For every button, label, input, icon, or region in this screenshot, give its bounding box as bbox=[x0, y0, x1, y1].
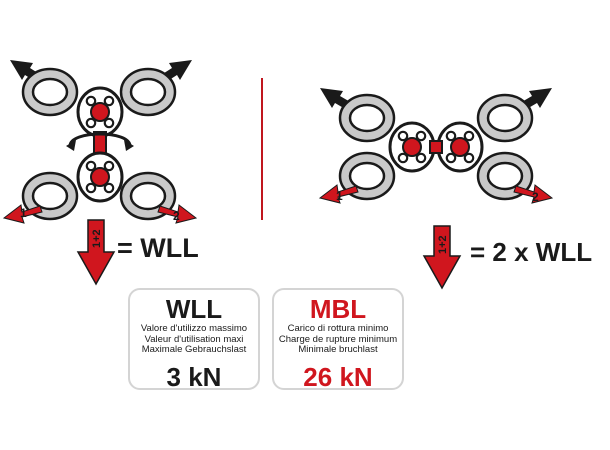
left-result-arrow-label: 1+2 bbox=[91, 229, 103, 248]
wll-card-line-fr: Valeur d'utilisation maxi bbox=[144, 333, 244, 345]
mbl-card-value: 26 kN bbox=[303, 361, 373, 392]
right-ring-top-right bbox=[476, 93, 534, 143]
left-plate-bottom bbox=[76, 151, 124, 203]
wll-card-title: WLL bbox=[165, 294, 223, 324]
right-result-arrow-label: 1+2 bbox=[437, 235, 449, 254]
right-arrow-label-1: 1 bbox=[336, 189, 343, 203]
right-result-arrow bbox=[422, 225, 462, 290]
mbl-card-line-it: Carico di rottura minimo bbox=[287, 323, 389, 334]
left-ring-top-right bbox=[119, 67, 177, 117]
right-plate-right bbox=[436, 121, 484, 173]
mbl-card-line-de: Minimale bruchlast bbox=[298, 344, 378, 355]
right-red-arrow-2 bbox=[513, 184, 554, 204]
mbl-card-line-fr: Charge de rupture minimum bbox=[278, 333, 398, 345]
right-link bbox=[429, 140, 443, 154]
left-plate-top bbox=[76, 86, 124, 138]
wll-card-value: 3 kN bbox=[166, 361, 222, 392]
right-plate-left bbox=[388, 121, 436, 173]
left-red-arrow-1 bbox=[2, 204, 43, 224]
left-configuration: 1 2 1+2 bbox=[2, 60, 198, 286]
rotation-arrowhead-left-icon bbox=[66, 140, 76, 151]
left-formula: = WLL bbox=[117, 233, 199, 263]
rotation-arrow-icon bbox=[68, 132, 132, 147]
right-arrow-label-2: 2 bbox=[532, 190, 539, 204]
left-arrow-label-2: 2 bbox=[173, 209, 180, 223]
wll-card-line-de: Maximale Gebrauchslast bbox=[141, 344, 247, 355]
left-arrow-label-1: 1 bbox=[20, 206, 27, 220]
wll-card: WLL Valore d'utilizzo massimo Valeur d'u… bbox=[128, 288, 260, 392]
right-red-arrow-1 bbox=[318, 184, 359, 204]
wll-card-line-it: Valore d'utilizzo massimo bbox=[140, 323, 248, 334]
mbl-card-title: MBL bbox=[309, 294, 367, 324]
right-ring-top-left bbox=[338, 93, 396, 143]
right-formula: = 2 x WLL bbox=[470, 237, 593, 267]
rotation-arrowhead-right-icon bbox=[124, 140, 134, 151]
right-configuration: 1 2 1+2 bbox=[318, 88, 554, 290]
left-ring-top-left bbox=[21, 67, 79, 117]
left-result-arrow bbox=[76, 219, 116, 286]
mbl-card: MBL Carico di rottura minimo Charge de r… bbox=[272, 288, 404, 392]
left-red-arrow-2 bbox=[157, 204, 198, 224]
